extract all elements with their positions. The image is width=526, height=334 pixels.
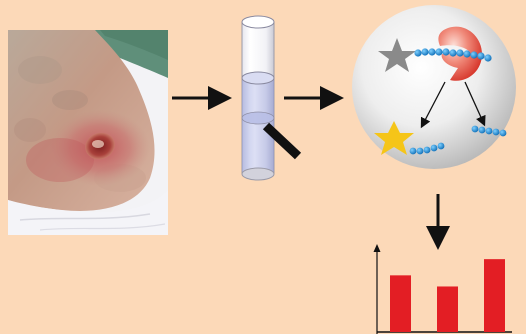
enzyme-cleavage-diagram (352, 5, 516, 169)
y-axis-arrowhead (374, 244, 381, 252)
bar-1 (390, 275, 411, 332)
bar-chart-icon (374, 244, 513, 334)
bar-2 (437, 286, 458, 332)
bar-3 (484, 259, 505, 332)
wound-photo (8, 30, 168, 235)
